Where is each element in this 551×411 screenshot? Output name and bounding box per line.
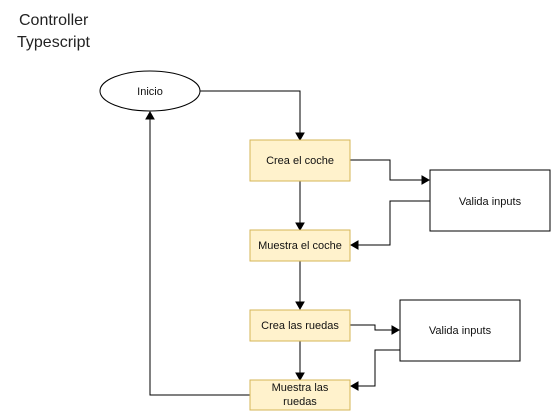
validate-inputs-label-1: Valida inputs xyxy=(459,196,522,208)
edge-validate-1-to-show-car[interactable] xyxy=(357,200,430,246)
create-car-label: Crea el coche xyxy=(266,155,334,167)
show-car-box xyxy=(249,229,351,262)
edges xyxy=(145,90,431,396)
create-car-node[interactable]: Crea el coche xyxy=(249,139,351,182)
show-car-label: Muestra el coche xyxy=(258,240,342,252)
arrowhead xyxy=(295,372,305,382)
show-car-node[interactable]: Muestra el coche xyxy=(249,229,351,262)
arrowhead xyxy=(295,301,305,311)
show-wheels-label-line-1: Muestra las xyxy=(272,382,329,394)
arrowhead xyxy=(295,132,305,142)
arrowhead xyxy=(295,222,305,232)
arrowhead xyxy=(421,175,431,185)
create-wheels-box xyxy=(249,309,351,342)
start-node[interactable]: Inicio xyxy=(99,70,201,112)
start-ellipse xyxy=(99,70,201,112)
show-wheels-label-line-2: ruedas xyxy=(283,396,317,408)
arrowhead xyxy=(145,110,155,120)
edge-validate-2-to-show-wheels[interactable] xyxy=(357,349,400,387)
arrowhead xyxy=(349,240,359,250)
edge-show-wheels-to-start[interactable] xyxy=(149,118,250,396)
arrowhead xyxy=(391,325,401,335)
validate-inputs-box-2 xyxy=(399,299,521,362)
edge-create-car-to-validate-1[interactable] xyxy=(350,159,423,181)
validate-inputs-node-1[interactable]: Valida inputs xyxy=(429,169,551,232)
create-wheels-label: Crea las ruedas xyxy=(261,320,339,332)
show-wheels-box xyxy=(249,379,351,411)
arrowhead xyxy=(349,381,359,391)
create-car-box xyxy=(249,139,351,182)
diagram-title-line-2: Typescript xyxy=(17,34,90,51)
diagram-title-line-1: Controller xyxy=(19,12,89,29)
validate-inputs-label-2: Valida inputs xyxy=(429,325,492,337)
start-label: Inicio xyxy=(137,86,163,98)
edge-start-to-create-car[interactable] xyxy=(200,90,301,134)
create-wheels-node[interactable]: Crea las ruedas xyxy=(249,309,351,342)
show-wheels-node[interactable]: Muestra las ruedas xyxy=(249,379,351,411)
edge-create-wheels-to-validate-2[interactable] xyxy=(350,324,393,331)
validate-inputs-box-1 xyxy=(429,169,551,232)
validate-inputs-node-2[interactable]: Valida inputs xyxy=(399,299,521,362)
